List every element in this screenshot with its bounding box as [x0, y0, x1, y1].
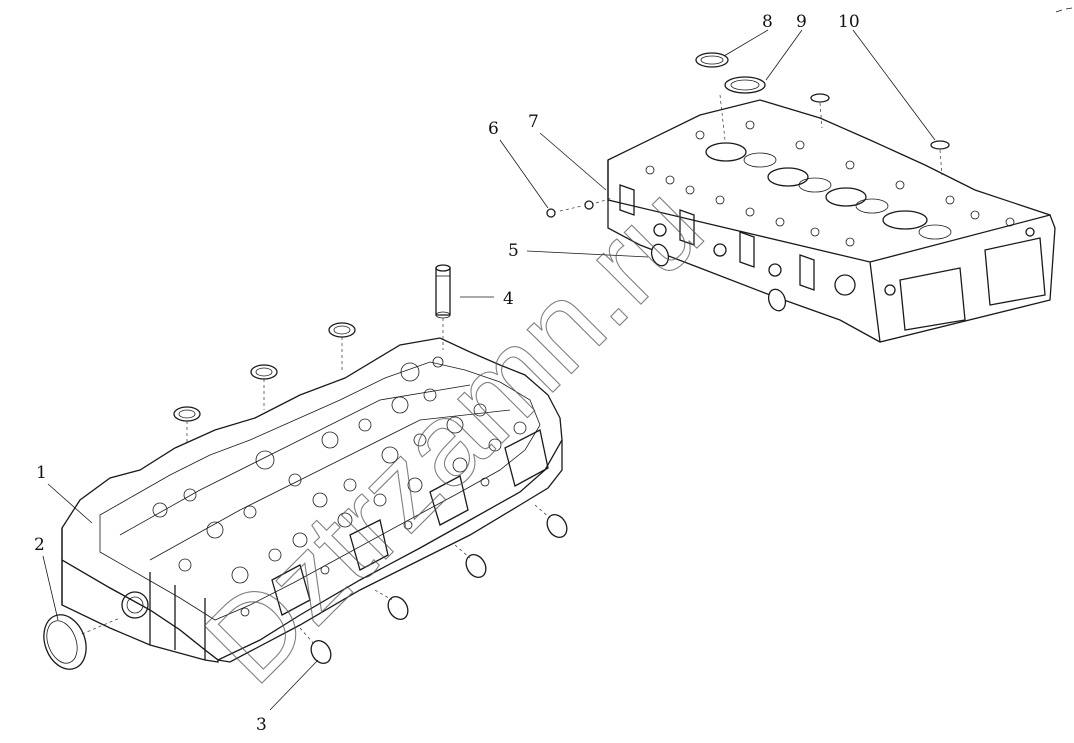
corner-mark: [1055, 7, 1073, 13]
callout-4: 4: [503, 289, 514, 309]
callout-8: 8: [762, 12, 773, 32]
callout-9: 9: [796, 12, 807, 32]
callout-6: 6: [488, 119, 499, 139]
cylinder-head-upper: [607, 99, 1056, 343]
callout-3: 3: [256, 715, 267, 735]
leader-lines: [42, 29, 936, 711]
callout-labels: 1 2 3 4 5 6 7 8 9 10: [34, 12, 860, 735]
cylinder-head-lower: [61, 337, 563, 663]
callout-1: 1: [36, 463, 47, 483]
seal-rings-upper: [695, 52, 950, 176]
small-fittings: [546, 197, 787, 312]
plug-ring-large: [43, 614, 121, 670]
callout-2: 2: [34, 535, 45, 555]
plug-rings-side: [299, 504, 568, 664]
callout-10: 10: [838, 12, 860, 32]
valve-seal-rings-lower: [173, 322, 356, 445]
callout-5: 5: [508, 241, 519, 261]
valve-guide: [435, 264, 451, 350]
callout-7: 7: [528, 112, 539, 132]
